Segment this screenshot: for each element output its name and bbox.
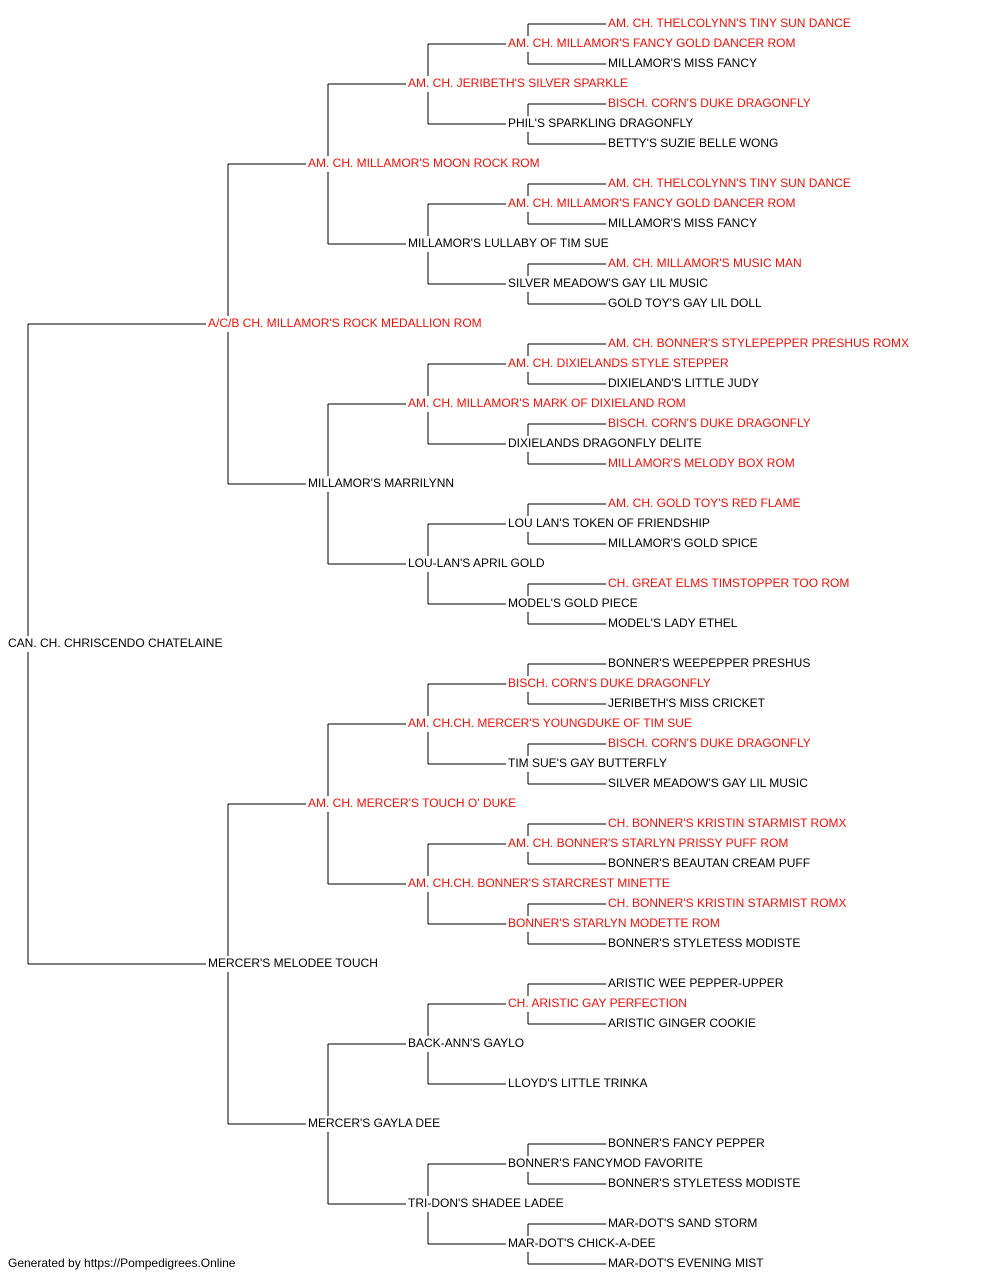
ancestor-name: MERCER'S MELODEE TOUCH: [208, 956, 378, 970]
ancestor-name: SILVER MEADOW'S GAY LIL MUSIC: [508, 276, 708, 290]
ancestor-name: BISCH. CORN'S DUKE DRAGONFLY: [508, 676, 711, 690]
ancestor-name: AM. CH. MILLAMOR'S MARK OF DIXIELAND ROM: [408, 396, 686, 410]
ancestor-name: AM. CH.CH. BONNER'S STARCREST MINETTE: [408, 876, 670, 890]
ancestor-name: BISCH. CORN'S DUKE DRAGONFLY: [608, 416, 811, 430]
ancestor-name: BONNER'S STYLETESS MODISTE: [608, 1176, 800, 1190]
ancestor-name: A/C/B CH. MILLAMOR'S ROCK MEDALLION ROM: [208, 316, 482, 330]
ancestor-name: DIXIELANDS DRAGONFLY DELITE: [508, 436, 702, 450]
ancestor-name: SILVER MEADOW'S GAY LIL MUSIC: [608, 776, 808, 790]
ancestor-name: TIM SUE'S GAY BUTTERFLY: [508, 756, 667, 770]
ancestor-name: AM. CH. BONNER'S STARLYN PRISSY PUFF ROM: [508, 836, 788, 850]
ancestor-name: AM. CH. THELCOLYNN'S TINY SUN DANCE: [608, 176, 851, 190]
ancestor-name: CH. GREAT ELMS TIMSTOPPER TOO ROM: [608, 576, 849, 590]
ancestor-name: AM. CH. MILLAMOR'S FANCY GOLD DANCER ROM: [508, 36, 795, 50]
ancestor-name: MAR-DOT'S SAND STORM: [608, 1216, 757, 1230]
ancestor-name: MILLAMOR'S LULLABY OF TIM SUE: [408, 236, 609, 250]
ancestor-name: MILLAMOR'S MELODY BOX ROM: [608, 456, 795, 470]
ancestor-name: MILLAMOR'S MARRILYNN: [308, 476, 454, 490]
ancestor-name: MILLAMOR'S GOLD SPICE: [608, 536, 758, 550]
ancestor-name: LOU LAN'S TOKEN OF FRIENDSHIP: [508, 516, 710, 530]
ancestor-name: ARISTIC GINGER COOKIE: [608, 1016, 756, 1030]
ancestor-name: AM. CH. BONNER'S STYLEPEPPER PRESHUS ROM…: [608, 336, 909, 350]
ancestor-name: MAR-DOT'S EVENING MIST: [608, 1256, 764, 1270]
ancestor-name: AM. CH. MILLAMOR'S MOON ROCK ROM: [308, 156, 540, 170]
ancestor-name: AM. CH. MILLAMOR'S FANCY GOLD DANCER ROM: [508, 196, 795, 210]
ancestor-name: PHIL'S SPARKLING DRAGONFLY: [508, 116, 693, 130]
ancestor-name: CH. BONNER'S KRISTIN STARMIST ROMX: [608, 896, 847, 910]
subject-name: CAN. CH. CHRISCENDO CHATELAINE: [8, 636, 222, 650]
ancestor-name: BONNER'S FANCYMOD FAVORITE: [508, 1156, 703, 1170]
ancestor-name: AM. CH. GOLD TOY'S RED FLAME: [608, 496, 801, 510]
ancestor-name: ARISTIC WEE PEPPER-UPPER: [608, 976, 784, 990]
ancestor-name: MAR-DOT'S CHICK-A-DEE: [508, 1236, 656, 1250]
ancestor-name: BONNER'S STYLETESS MODISTE: [608, 936, 800, 950]
ancestor-name: DIXIELAND'S LITTLE JUDY: [608, 376, 759, 390]
ancestor-name: GOLD TOY'S GAY LIL DOLL: [608, 296, 762, 310]
ancestor-name: MILLAMOR'S MISS FANCY: [608, 56, 757, 70]
ancestor-name: MERCER'S GAYLA DEE: [308, 1116, 440, 1130]
ancestor-name: BONNER'S WEEPEPPER PRESHUS: [608, 656, 810, 670]
ancestor-name: LOU-LAN'S APRIL GOLD: [408, 556, 545, 570]
ancestor-name: LLOYD'S LITTLE TRINKA: [508, 1076, 647, 1090]
ancestor-name: AM. CH. MERCER'S TOUCH O' DUKE: [308, 796, 516, 810]
ancestor-name: CH. BONNER'S KRISTIN STARMIST ROMX: [608, 816, 847, 830]
ancestor-name: TRI-DON'S SHADEE LADEE: [408, 1196, 564, 1210]
ancestor-name: MODEL'S GOLD PIECE: [508, 596, 638, 610]
ancestor-name: BACK-ANN'S GAYLO: [408, 1036, 524, 1050]
ancestor-name: BONNER'S FANCY PEPPER: [608, 1136, 765, 1150]
ancestor-name: BISCH. CORN'S DUKE DRAGONFLY: [608, 96, 811, 110]
ancestor-name: MILLAMOR'S MISS FANCY: [608, 216, 757, 230]
ancestor-name: AM. CH. JERIBETH'S SILVER SPARKLE: [408, 76, 628, 90]
ancestor-name: JERIBETH'S MISS CRICKET: [608, 696, 766, 710]
ancestor-name: AM. CH. DIXIELANDS STYLE STEPPER: [508, 356, 729, 370]
ancestor-name: CH. ARISTIC GAY PERFECTION: [508, 996, 687, 1010]
ancestor-name: AM. CH. MILLAMOR'S MUSIC MAN: [608, 256, 802, 270]
ancestor-name: BISCH. CORN'S DUKE DRAGONFLY: [608, 736, 811, 750]
ancestor-name: MODEL'S LADY ETHEL: [608, 616, 738, 630]
ancestor-name: BETTY'S SUZIE BELLE WONG: [608, 136, 778, 150]
ancestor-name: BONNER'S BEAUTAN CREAM PUFF: [608, 856, 810, 870]
ancestor-name: AM. CH.CH. MERCER'S YOUNGDUKE OF TIM SUE: [408, 716, 692, 730]
ancestor-name: BONNER'S STARLYN MODETTE ROM: [508, 916, 720, 930]
ancestor-name: AM. CH. THELCOLYNN'S TINY SUN DANCE: [608, 16, 851, 30]
footer-credit: Generated by https://Pompedigrees.Online: [8, 1256, 236, 1270]
